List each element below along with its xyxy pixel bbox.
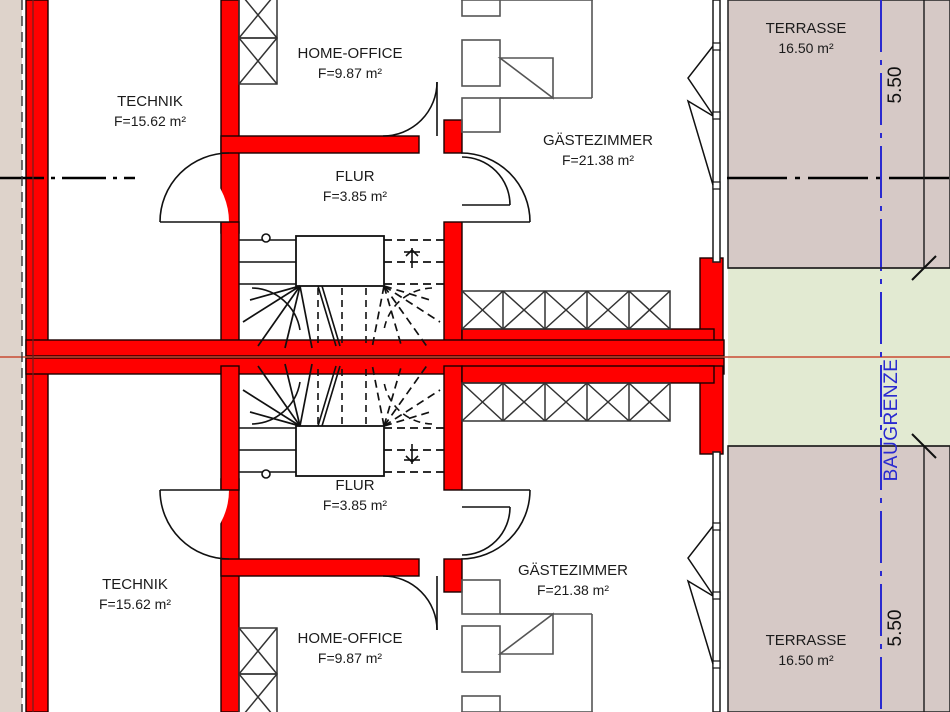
wall-stair-upper-right	[443, 221, 463, 347]
room-area-technik-upper: F=15.62 m²	[114, 113, 186, 129]
sliding-terrace-door-icon-upper[interactable]	[712, 0, 721, 263]
room-area-technik-lower: F=15.62 m²	[99, 596, 171, 612]
party-wall-upper-leaf	[25, 339, 725, 357]
room-area-home-office-lower: F=9.87 m²	[318, 650, 383, 666]
door-hinge-node	[712, 181, 721, 190]
stair-landing-upper	[295, 235, 385, 287]
stair-newel-post-lower	[261, 469, 271, 479]
room-label-home-office-lower: HOME-OFFICE	[298, 630, 403, 647]
room-area-flur-upper: F=3.85 m²	[323, 188, 388, 204]
door-swing-icon-gaestezimmer-lower[interactable]	[461, 506, 511, 556]
room-label-gaestezimmer-upper: GÄSTEZIMMER	[543, 132, 653, 149]
room-area-flur-lower: F=3.85 m²	[323, 497, 388, 513]
wall-stair-lower-right	[443, 365, 463, 491]
door-hinge-node	[712, 522, 721, 531]
door-hinge-node	[712, 111, 721, 120]
terrace-label-upper: TERRASSE	[766, 20, 847, 37]
terrace-label-lower: TERRASSE	[766, 632, 847, 649]
stair-winder-icon-lower	[239, 363, 444, 479]
room-label-flur-upper: FLUR	[335, 168, 374, 185]
wall-lower-north-horizontal	[461, 365, 715, 384]
room-area-gaestezimmer-lower: F=21.38 m²	[537, 582, 609, 598]
door-swing-icon-flur-upper-left[interactable]	[159, 152, 230, 223]
walls-group	[25, 0, 725, 712]
terrace-lower-area	[727, 445, 950, 712]
door-leaf-line	[686, 99, 714, 186]
room-area-home-office-upper: F=9.87 m²	[318, 65, 383, 81]
stair-winder-icon-upper	[239, 233, 444, 349]
room-label-technik-lower: TECHNIK	[102, 576, 168, 593]
door-leaf-line	[687, 525, 714, 596]
baugrenze-label: BAUGRENZE	[881, 359, 902, 482]
bed-icon-lower	[461, 579, 593, 712]
wardrobe-hatched-icon-upper-hall	[461, 290, 671, 330]
stair-landing-lower	[295, 425, 385, 477]
door-leaf-line	[686, 579, 714, 665]
terrace-upper-area	[727, 0, 950, 269]
wardrobe-hatched-icon-upper-office	[238, 0, 278, 85]
room-label-gaestezimmer-lower: GÄSTEZIMMER	[518, 562, 628, 579]
door-hinge-node	[712, 42, 721, 51]
door-swing-icon-gaestezimmer-upper[interactable]	[461, 156, 511, 206]
wall-stair-upper-left	[220, 221, 240, 347]
stair-newel-post-upper	[261, 233, 271, 243]
wall-home-office-upper-horizontal	[220, 135, 420, 154]
door-swing-icon-flur-lower-left[interactable]	[159, 489, 230, 560]
stair-direction-arrow-upper	[404, 248, 420, 268]
room-area-gaestezimmer-upper: F=21.38 m²	[562, 152, 634, 168]
room-label-home-office-upper: HOME-OFFICE	[298, 45, 403, 62]
room-label-technik-upper: TECHNIK	[117, 93, 183, 110]
wall-home-office-lower-horizontal	[220, 558, 420, 577]
wall-flur-lower-right-stub	[443, 558, 463, 593]
stair-direction-arrow-lower	[404, 444, 420, 464]
wardrobe-hatched-icon-lower-office	[238, 627, 278, 712]
door-leaf-line	[687, 45, 714, 116]
left-plot-strip	[0, 0, 22, 712]
sliding-terrace-door-icon-lower[interactable]	[712, 451, 721, 712]
door-hinge-node	[712, 591, 721, 600]
dimension-label-terrace-depth-upper: 5.50	[885, 67, 906, 104]
door-swing-icon-home-office-upper[interactable]	[382, 81, 438, 137]
wall-stair-lower-left	[220, 365, 240, 491]
door-swing-icon-home-office-lower[interactable]	[382, 575, 438, 631]
terrace-door-lower[interactable]	[686, 451, 721, 712]
wardrobe-hatched-icon-lower-hall	[461, 382, 671, 422]
door-hinge-node	[712, 660, 721, 669]
bed-icon-upper	[461, 0, 593, 133]
terrace-door-upper[interactable]	[686, 0, 721, 263]
terrace-area-lower: 16.50 m²	[778, 652, 834, 668]
wall-flur-upper-right-stub	[443, 119, 463, 154]
dimension-label-terrace-depth-lower: 5.50	[885, 610, 906, 647]
terrace-area-upper: 16.50 m²	[778, 40, 834, 56]
dimension-tick-lower	[911, 433, 937, 459]
room-label-flur-lower: FLUR	[335, 477, 374, 494]
dimension-tick-upper	[911, 255, 937, 281]
